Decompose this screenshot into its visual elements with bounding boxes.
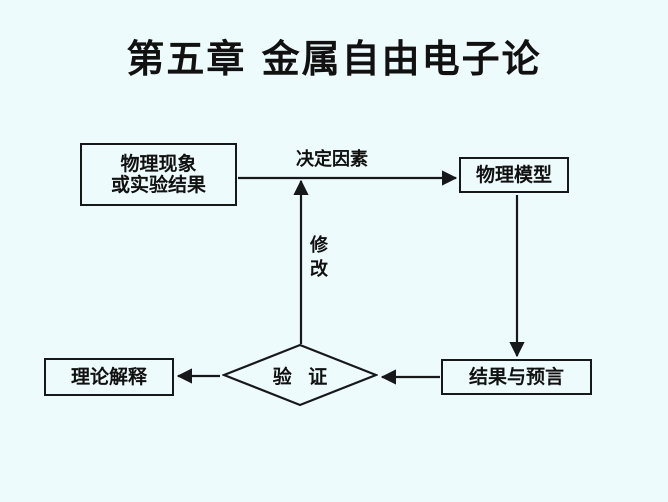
node-results-label: 结果与预言 <box>468 365 564 388</box>
node-phenomenon-line1: 物理现象 <box>120 152 197 175</box>
diamond-shape <box>222 343 378 407</box>
node-model-label: 物理模型 <box>475 163 552 186</box>
edge-label-modify-line2: 改 <box>310 259 328 281</box>
node-phenomenon-line2: 或实验结果 <box>110 173 206 196</box>
node-theoretical-explanation[interactable]: 理论解释 <box>44 358 174 396</box>
edge-label-determining-factor: 决定因素 <box>296 149 368 170</box>
node-physical-phenomenon[interactable]: 物理现象 或实验结果 <box>80 143 237 206</box>
node-verify-label: 验 证 <box>272 365 333 388</box>
node-results-and-predictions[interactable]: 结果与预言 <box>441 359 592 395</box>
node-physical-model[interactable]: 物理模型 <box>459 157 569 193</box>
node-verification[interactable]: 验 证 <box>222 343 378 407</box>
edge-label-modify: 修 改 <box>310 234 328 283</box>
node-theory-label: 理论解释 <box>70 365 147 388</box>
page-title: 第五章 金属自由电子论 <box>126 36 542 81</box>
edge-label-modify-line1: 修 <box>310 235 328 256</box>
